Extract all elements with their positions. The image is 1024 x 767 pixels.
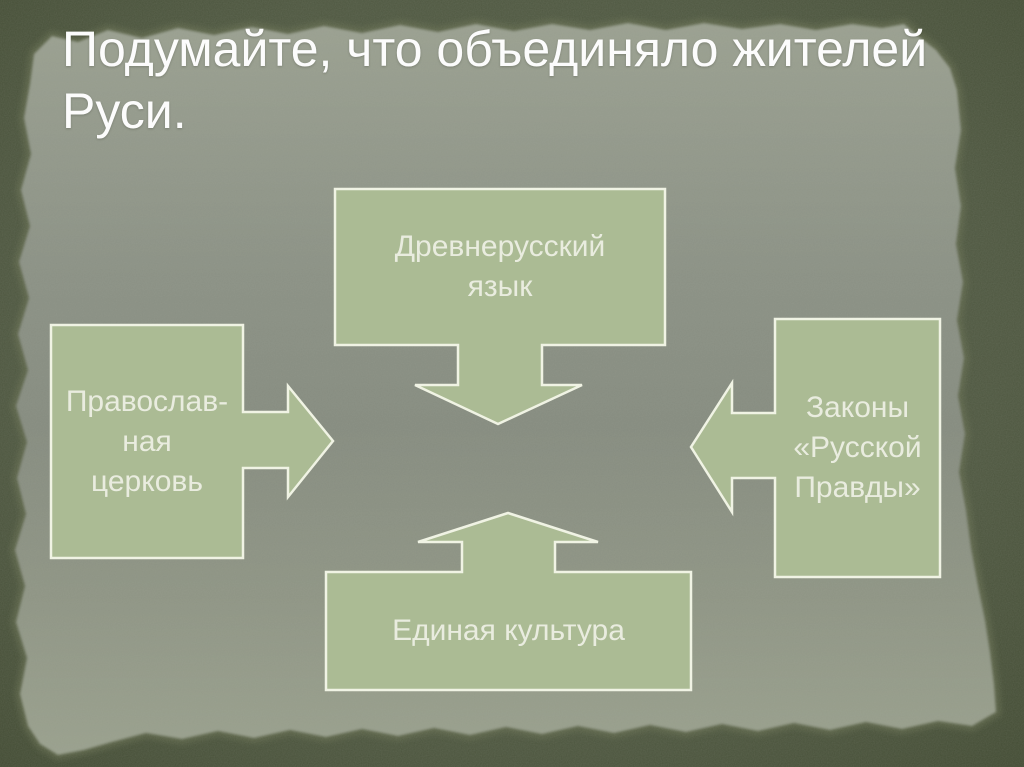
slide-title-line-2: Руси. [62,83,187,139]
slide-title-line-1: Подумайте, что объединяло жителей [62,21,928,77]
node-top-label: Древнерусский язык [394,230,606,303]
node-right-shape [689,317,942,579]
node-right-label: Законы «Русской Правды» [793,391,922,504]
node-left-shape [49,323,335,560]
node-top-shape [333,187,667,426]
slide-title: Подумайте, что объединяло жителей Руси. [62,18,982,142]
node-bottom-shape [324,511,693,692]
node-bottom-label: Единая культура [392,614,625,647]
node-left-label: Православ- ная церковь [65,384,229,498]
